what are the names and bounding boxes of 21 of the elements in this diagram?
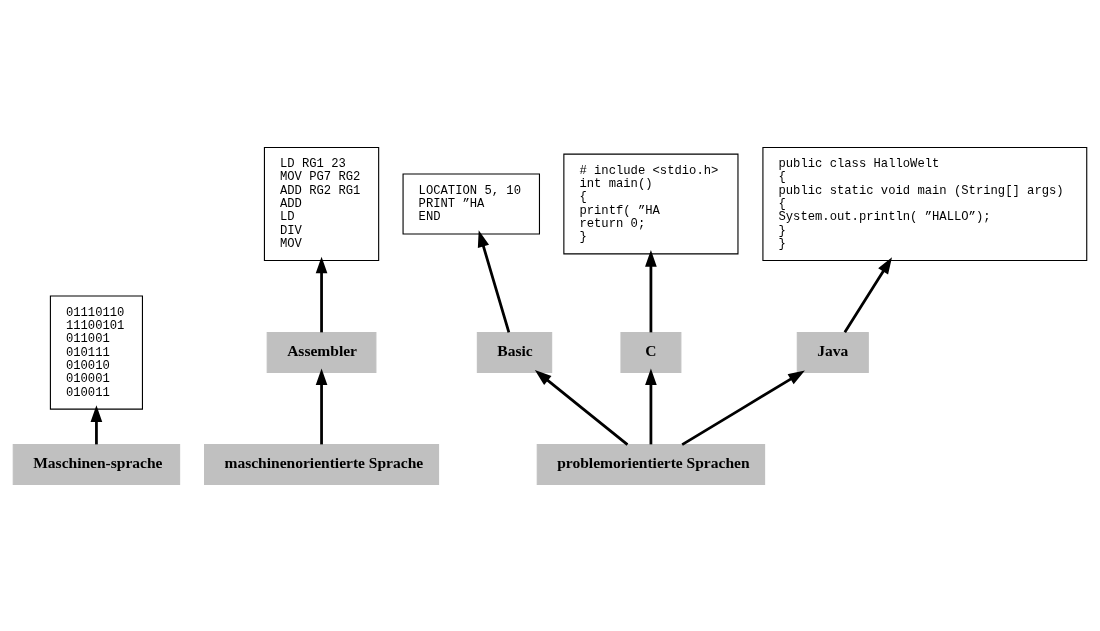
node-box: Java bbox=[796, 331, 869, 373]
node-box: # include <stdio.h> int main() { printf( ”HA return 0; } bbox=[563, 153, 739, 254]
arrow bbox=[534, 369, 629, 446]
arrow bbox=[645, 249, 657, 332]
node-box: 01110110 11100101 011001 010111 010010 010001 010011 bbox=[49, 295, 143, 410]
arrow bbox=[90, 404, 103, 444]
arrow bbox=[843, 256, 892, 333]
node-box: problemorientierte Sprachen bbox=[536, 443, 766, 485]
node-box: Assembler bbox=[266, 331, 377, 373]
node-box: LOCATION 5, 10 PRINT ”HA END bbox=[402, 173, 540, 234]
node-box: Maschinen-sprache bbox=[12, 443, 181, 485]
node-box: LD RG1 23 MOV PG7 RG2 ADD RG2 RG1 ADD LD DIV MOV bbox=[263, 146, 380, 261]
node-box: maschinenorientierte Sprache bbox=[204, 443, 440, 485]
arrow bbox=[477, 229, 511, 333]
node-box: C bbox=[620, 331, 682, 373]
node-box: public class HalloWelt { public static void main (String[] args) { System.out.println( ”HALLO”); } } bbox=[762, 146, 1088, 261]
arrow bbox=[645, 367, 657, 444]
arrow bbox=[315, 367, 328, 444]
node-box: Basic bbox=[476, 331, 553, 373]
arrow bbox=[681, 370, 805, 446]
arrow bbox=[315, 256, 328, 332]
